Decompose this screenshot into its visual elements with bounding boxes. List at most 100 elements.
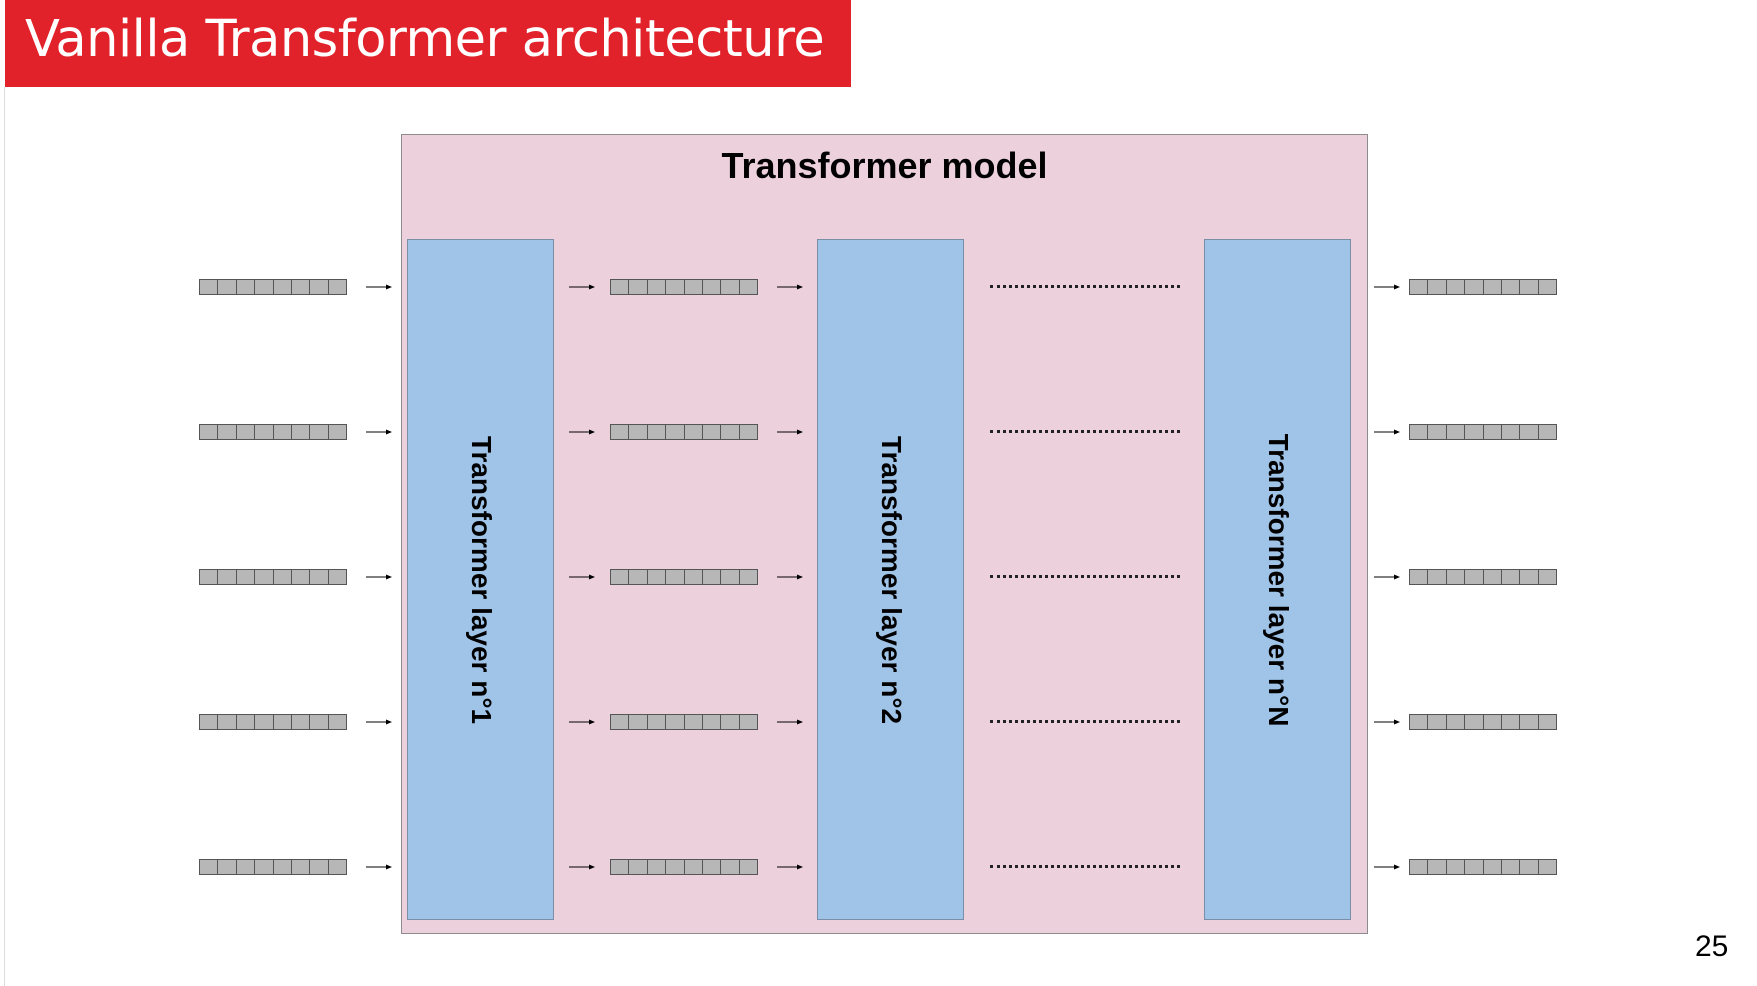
model-title: Transformer model — [721, 145, 1048, 186]
vector-cell — [648, 570, 667, 584]
vector-cell — [200, 280, 219, 294]
page-number: 25 — [1695, 930, 1729, 963]
vector-cell — [1502, 425, 1521, 439]
hidden-vector — [610, 424, 758, 440]
vector-cell — [1428, 425, 1447, 439]
vector-cell — [292, 570, 311, 584]
output-vector — [1409, 569, 1557, 585]
vector-cell — [1520, 280, 1539, 294]
vector-cell — [310, 280, 329, 294]
ellipsis-connector — [990, 575, 1180, 580]
vector-cell — [237, 280, 256, 294]
vector-cell — [611, 860, 630, 874]
vector-cell — [1465, 715, 1484, 729]
vector-cell — [329, 715, 346, 729]
vector-cell — [685, 570, 703, 584]
vector-cell — [292, 860, 311, 874]
vector-cell — [200, 715, 219, 729]
slide-title: Vanilla Transformer architecture — [25, 10, 825, 69]
vector-cell — [703, 860, 722, 874]
vector-cell — [292, 280, 311, 294]
output-vector — [1409, 424, 1557, 440]
vector-cell — [703, 280, 722, 294]
vector-cell — [721, 280, 740, 294]
vector-cell — [721, 715, 740, 729]
arrow-right-icon — [777, 284, 803, 290]
vector-cell — [1428, 280, 1447, 294]
ellipsis-connector — [990, 865, 1180, 870]
vector-cell — [1447, 570, 1466, 584]
vector-cell — [629, 715, 648, 729]
vector-cell — [611, 425, 630, 439]
vector-cell — [329, 280, 346, 294]
vector-cell — [629, 570, 648, 584]
vector-cell — [255, 425, 274, 439]
input-vector — [199, 424, 347, 440]
arrow-right-icon — [1374, 864, 1400, 870]
vector-cell — [1428, 860, 1447, 874]
arrow-right-icon — [569, 864, 595, 870]
vector-cell — [611, 570, 630, 584]
vector-cell — [255, 860, 274, 874]
hidden-vector — [610, 569, 758, 585]
arrow-right-icon — [777, 719, 803, 725]
vector-cell — [310, 570, 329, 584]
vector-cell — [1539, 715, 1556, 729]
vector-cell — [740, 715, 757, 729]
vector-cell — [648, 280, 667, 294]
vector-cell — [721, 860, 740, 874]
vector-cell — [1520, 715, 1539, 729]
vector-cell — [1410, 425, 1429, 439]
vector-cell — [703, 715, 722, 729]
vector-cell — [740, 280, 757, 294]
vector-cell — [1502, 715, 1521, 729]
vector-cell — [1465, 425, 1484, 439]
vector-cell — [1539, 570, 1556, 584]
vector-cell — [1539, 860, 1556, 874]
vector-cell — [218, 280, 237, 294]
slide-left-rule — [4, 87, 5, 986]
vector-cell — [200, 570, 219, 584]
vector-cell — [1428, 715, 1447, 729]
vector-cell — [218, 570, 237, 584]
vector-cell — [740, 570, 757, 584]
arrow-right-icon — [569, 429, 595, 435]
transformer-layer-2: Transformer layer n°2 — [817, 239, 964, 920]
layer-label: Transformer layer n°1 — [465, 435, 497, 724]
vector-cell — [310, 425, 329, 439]
vector-cell — [1410, 280, 1429, 294]
vector-cell — [1428, 570, 1447, 584]
vector-cell — [1447, 280, 1466, 294]
vector-cell — [666, 280, 685, 294]
vector-cell — [1502, 860, 1521, 874]
transformer-layer-1: Transformer layer n°1 — [407, 239, 554, 920]
vector-cell — [255, 715, 274, 729]
vector-cell — [274, 715, 292, 729]
vector-cell — [310, 715, 329, 729]
vector-cell — [740, 425, 757, 439]
vector-cell — [685, 715, 703, 729]
ellipsis-connector — [990, 720, 1180, 725]
arrow-right-icon — [366, 284, 392, 290]
arrow-right-icon — [1374, 284, 1400, 290]
vector-cell — [1410, 860, 1429, 874]
vector-cell — [611, 715, 630, 729]
input-vector — [199, 279, 347, 295]
vector-cell — [237, 425, 256, 439]
vector-cell — [629, 425, 648, 439]
vector-cell — [1465, 570, 1484, 584]
vector-cell — [200, 425, 219, 439]
vector-cell — [329, 570, 346, 584]
vector-cell — [703, 570, 722, 584]
vector-cell — [237, 860, 256, 874]
vector-cell — [310, 860, 329, 874]
arrow-right-icon — [777, 429, 803, 435]
vector-cell — [255, 280, 274, 294]
input-vector — [199, 569, 347, 585]
vector-cell — [685, 280, 703, 294]
output-vector — [1409, 714, 1557, 730]
hidden-vector — [610, 714, 758, 730]
vector-cell — [666, 425, 685, 439]
vector-cell — [237, 570, 256, 584]
